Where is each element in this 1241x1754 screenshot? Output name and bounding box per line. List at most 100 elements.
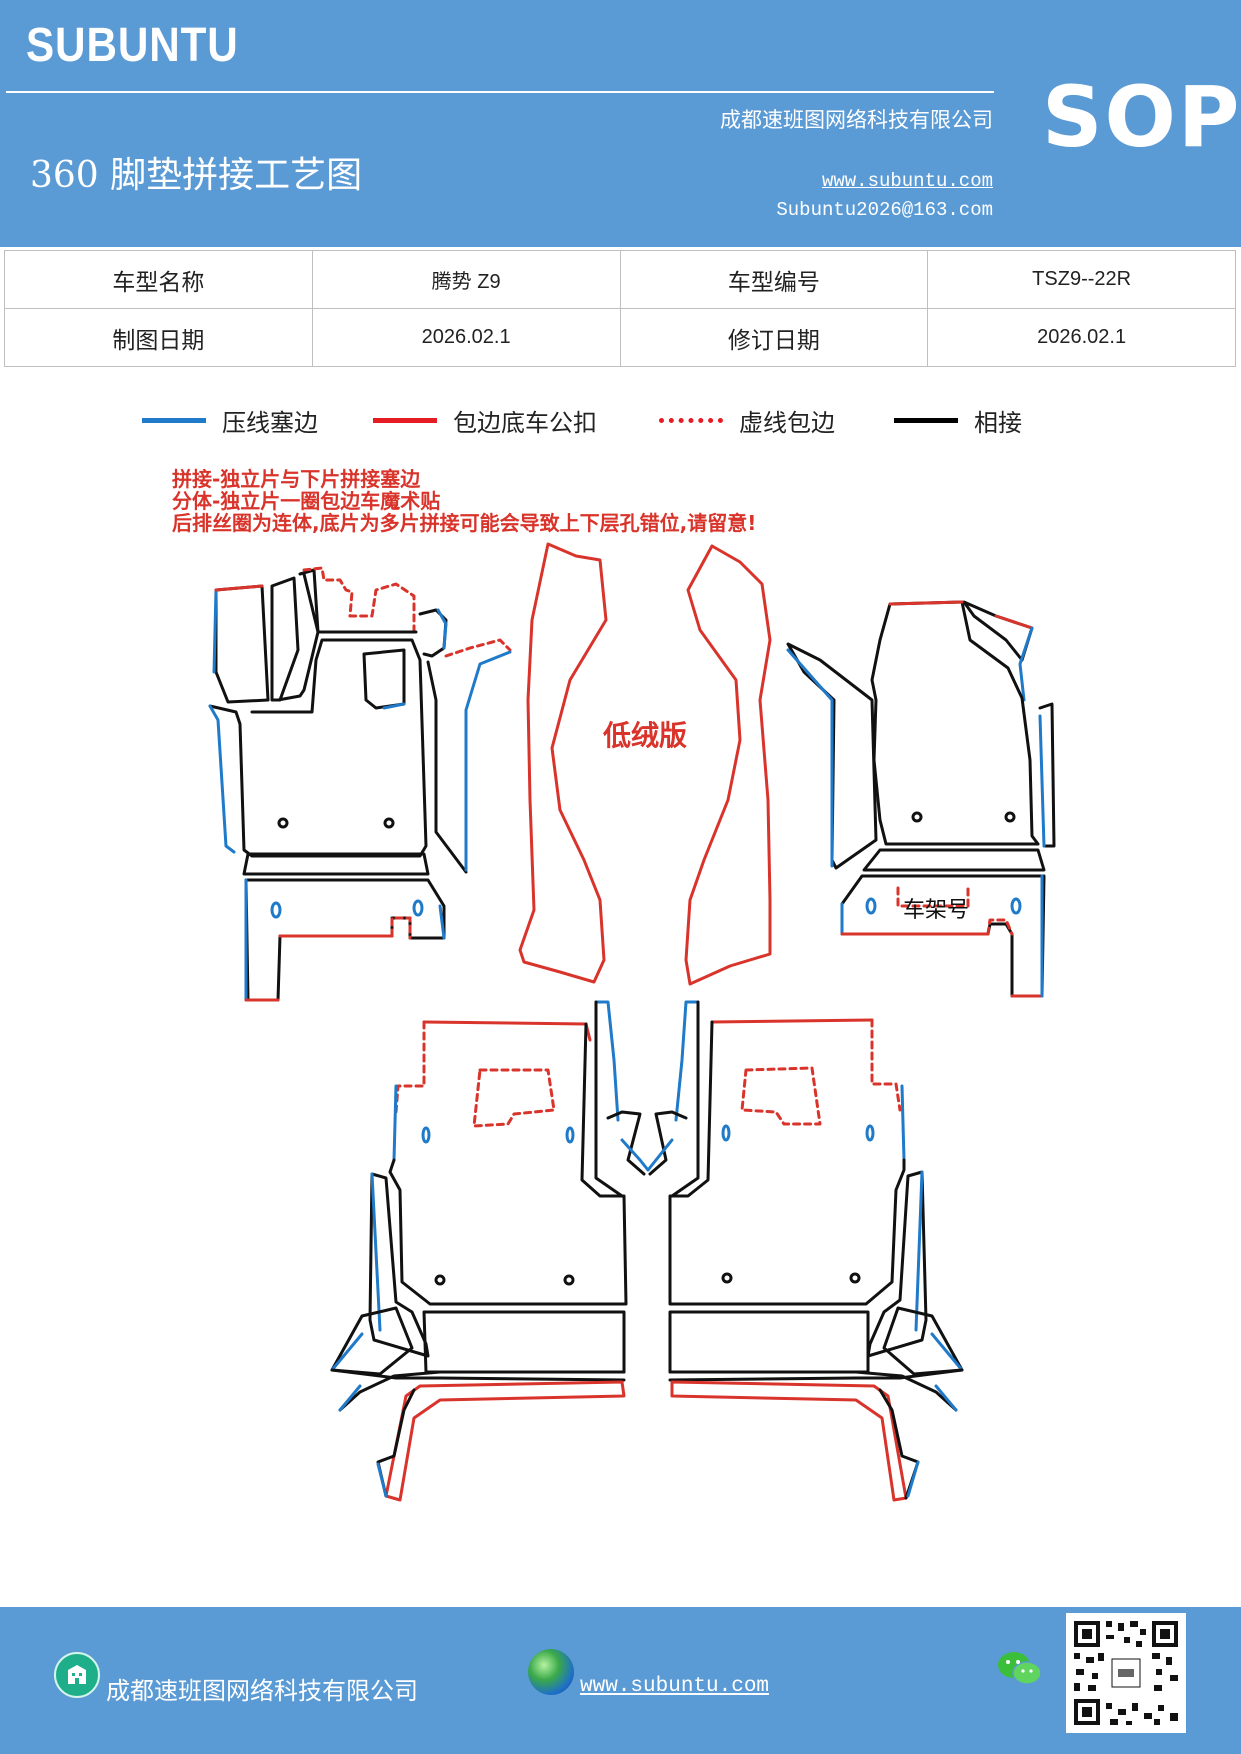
mat-outline bbox=[214, 584, 270, 704]
mat-outline bbox=[422, 1310, 626, 1374]
front-right-mat bbox=[786, 600, 1056, 998]
mat-outline bbox=[1018, 626, 1034, 702]
mat-outline bbox=[870, 1018, 902, 1112]
mat-outline bbox=[906, 1460, 920, 1498]
header-banner: SUBUNTU 成都速班图网络科技有限公司 360 脚垫拼接工艺图 www.su… bbox=[0, 0, 1241, 247]
mat-hole bbox=[383, 817, 395, 829]
mat-outline bbox=[594, 1000, 624, 1198]
mat-outline bbox=[464, 650, 512, 872]
mat-outline bbox=[338, 1370, 626, 1412]
legend-swatch bbox=[659, 417, 723, 423]
mat-hole bbox=[1004, 811, 1016, 823]
note-line: 后排丝圈为连体,底片为多片拼接可能会导致上下层孔错位,请留意! bbox=[172, 511, 757, 535]
mat-outline bbox=[330, 1368, 626, 1382]
mat-outline bbox=[338, 1384, 362, 1412]
mat-outline bbox=[674, 1000, 700, 1122]
mat-outline bbox=[670, 1000, 700, 1198]
mat-outline bbox=[986, 918, 1014, 936]
page-title: 360 脚垫拼接工艺图 bbox=[30, 155, 363, 196]
mat-outline bbox=[208, 704, 236, 854]
mat-outline bbox=[930, 1332, 964, 1372]
mat-outline bbox=[394, 1020, 426, 1114]
mat-outline bbox=[1038, 714, 1046, 848]
header-website-link[interactable]: www.subuntu.com bbox=[821, 170, 993, 192]
mat-outline bbox=[594, 1000, 620, 1122]
rear-left-mat bbox=[330, 1000, 650, 1502]
sop-label: SOP bbox=[1042, 68, 1241, 166]
footer-website-link[interactable]: www.subuntu.com bbox=[580, 1675, 770, 1698]
table-cell: 车型名称 bbox=[4, 250, 313, 309]
header-divider bbox=[6, 91, 994, 93]
mat-outline bbox=[606, 1110, 646, 1176]
front-left-mat bbox=[208, 566, 512, 1002]
legend-swatch bbox=[894, 417, 958, 423]
globe-icon bbox=[528, 1649, 574, 1695]
mat-outline bbox=[302, 566, 416, 634]
header-email: Subuntu2026@163.com bbox=[776, 199, 993, 221]
mat-outline bbox=[208, 638, 428, 858]
mat-outline bbox=[276, 568, 320, 702]
mat-outline bbox=[914, 1170, 924, 1332]
table-cell: 腾势 Z9 bbox=[311, 250, 621, 309]
mat-outline bbox=[384, 1380, 626, 1502]
mat-outline bbox=[862, 848, 1046, 872]
table-cell: 2026.02.1 bbox=[311, 308, 621, 367]
mat-outline bbox=[244, 934, 394, 1002]
rear-right-mat bbox=[646, 1000, 964, 1502]
table-cell: 2026.02.1 bbox=[927, 308, 1236, 367]
mat-outline bbox=[962, 600, 1034, 662]
mat-outline bbox=[882, 1306, 964, 1376]
mat-outline bbox=[382, 702, 406, 710]
table-row: 制图日期 2026.02.1 修订日期 2026.02.1 bbox=[4, 308, 1236, 367]
legend-label: 包边底车公扣 bbox=[453, 408, 597, 437]
legend-item-dotted-edge: 虚线包边 bbox=[659, 400, 835, 440]
mat-outline bbox=[840, 932, 1044, 998]
mat-slot bbox=[1010, 897, 1022, 915]
mat-slot bbox=[865, 1124, 875, 1142]
header-company-name: 成都速班图网络科技有限公司 bbox=[720, 108, 993, 132]
legend-swatch bbox=[142, 417, 206, 423]
mat-outline bbox=[330, 1306, 414, 1376]
legend-item-binding-edge: 包边底车公扣 bbox=[373, 400, 597, 440]
mat-outline bbox=[392, 1084, 398, 1162]
mat-outline bbox=[866, 1170, 928, 1358]
low-pile-label: 低绒版 bbox=[602, 719, 687, 752]
table-row: 车型名称 腾势 Z9 车型编号 TSZ9--22R bbox=[4, 250, 1236, 309]
mat-outline bbox=[668, 1310, 870, 1374]
mat-slot bbox=[412, 899, 424, 917]
legend-label: 虚线包边 bbox=[739, 408, 835, 437]
mat-outline bbox=[444, 638, 512, 658]
legend-item-press-line: 压线塞边 bbox=[142, 400, 318, 440]
mat-outline bbox=[426, 660, 468, 874]
mat-outline bbox=[376, 1462, 388, 1498]
mat-outline bbox=[710, 1018, 874, 1024]
notes-block: 拼接-独立片与下片拼接塞边 分体-独立片一圈包边车魔术贴 后排丝圈为连体,底片为… bbox=[172, 468, 756, 534]
mat-outline bbox=[840, 874, 1046, 998]
mat-outline bbox=[388, 1022, 628, 1306]
mat-hole bbox=[911, 811, 923, 823]
mat-slot bbox=[421, 1126, 431, 1144]
mat-hole bbox=[563, 1274, 575, 1286]
qr-code bbox=[1066, 1613, 1186, 1733]
mat-hole bbox=[434, 1274, 446, 1286]
mat-outline bbox=[646, 1138, 674, 1172]
mat-outline bbox=[620, 1138, 650, 1172]
mat-hole bbox=[721, 1272, 733, 1284]
mat-outline bbox=[472, 1068, 556, 1128]
mat-slot bbox=[565, 1126, 575, 1144]
mat-outline bbox=[436, 608, 448, 650]
wechat-icon[interactable] bbox=[996, 1649, 1044, 1689]
note-line: 分体-独立片一圈包边车魔术贴 bbox=[172, 489, 441, 513]
mat-outline bbox=[242, 852, 430, 876]
table-cell: TSZ9--22R bbox=[927, 250, 1236, 309]
legend-label: 压线塞边 bbox=[222, 408, 318, 437]
mat-outline bbox=[244, 878, 446, 1002]
mat-outline bbox=[668, 1020, 906, 1306]
legend-item-joined: 相接 bbox=[894, 400, 1022, 440]
table-cell: 制图日期 bbox=[4, 308, 313, 367]
table-cell: 修订日期 bbox=[619, 308, 929, 367]
mat-hole bbox=[849, 1272, 861, 1284]
mat-outline bbox=[1038, 702, 1056, 848]
mat-outline bbox=[302, 572, 418, 634]
brand-logo: SUBUNTU bbox=[26, 19, 239, 72]
